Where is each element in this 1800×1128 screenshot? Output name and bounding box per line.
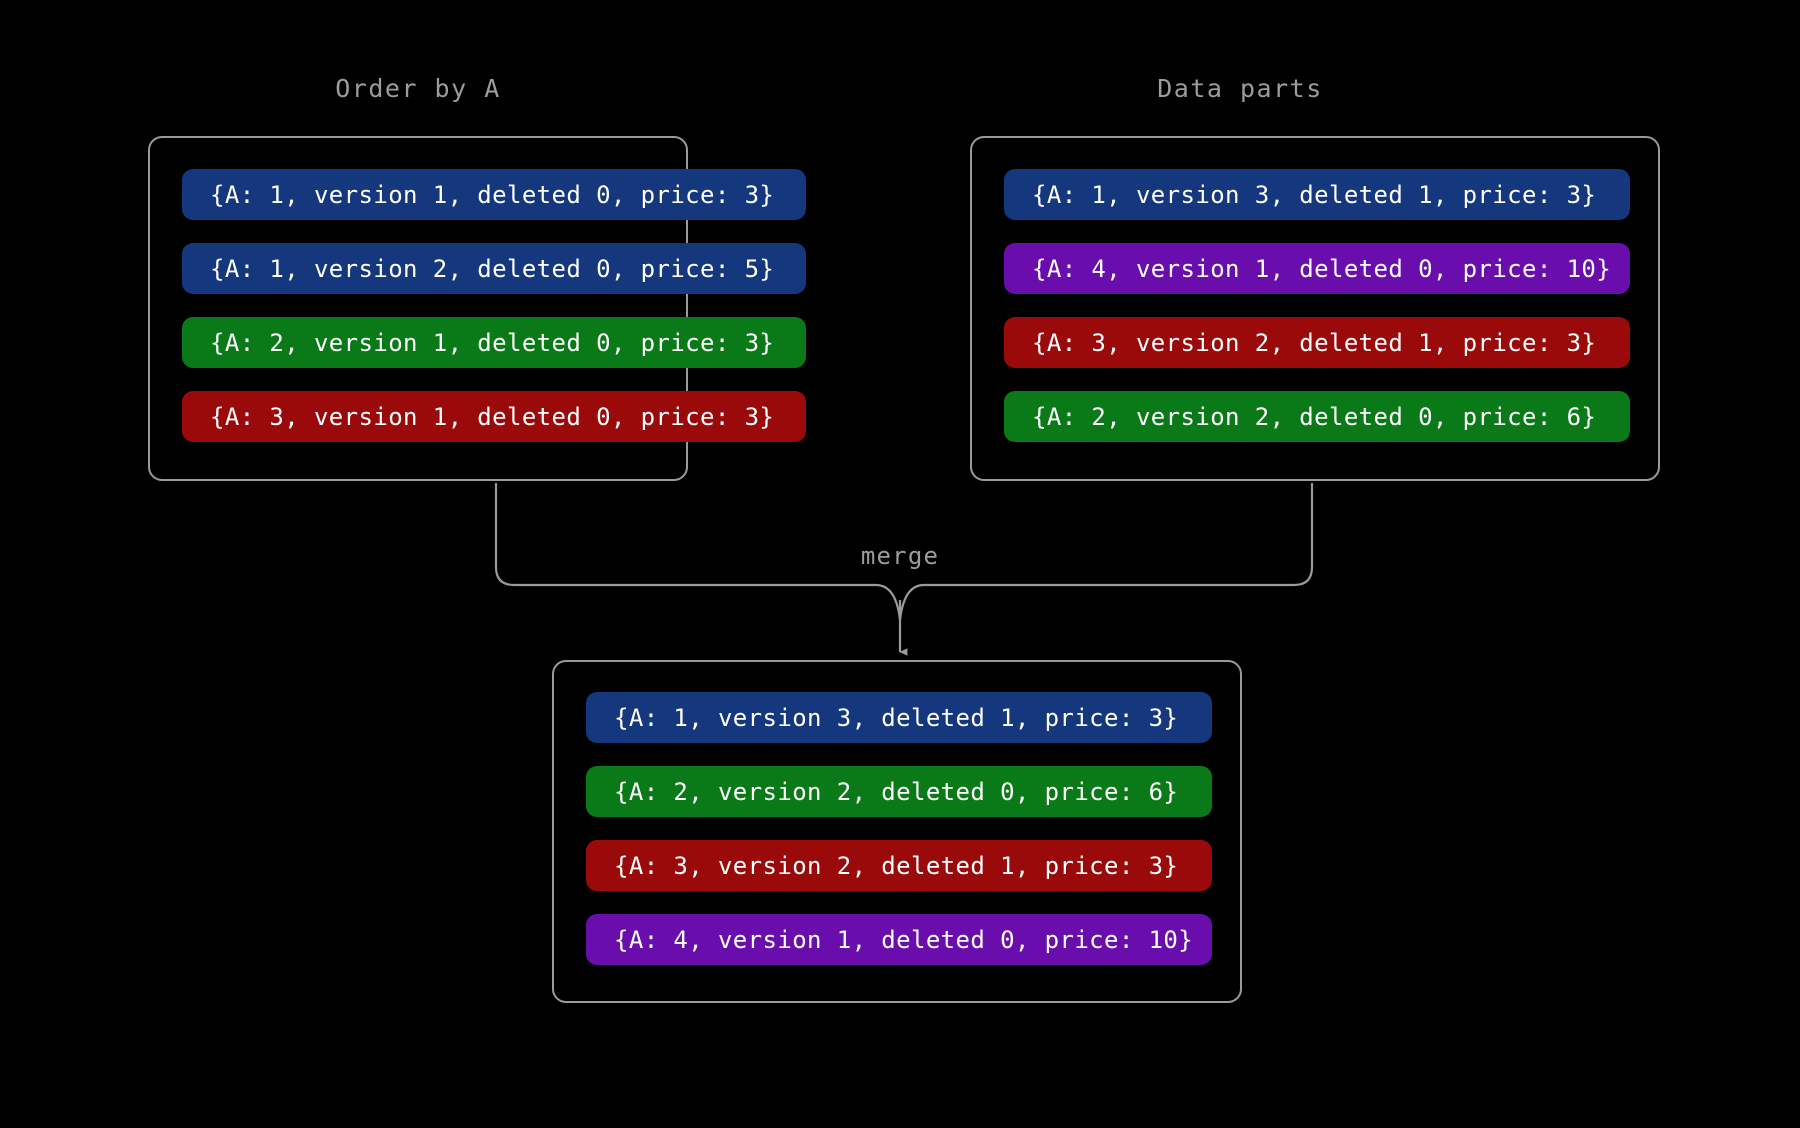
record-box[interactable]: {A: 3, version 2, deleted 1, price: 3}	[586, 840, 1212, 891]
record-box[interactable]: {A: 2, version 2, deleted 0, price: 6}	[586, 766, 1212, 817]
record-box[interactable]: {A: 1, version 3, deleted 1, price: 3}	[586, 692, 1212, 743]
panel-title-order-by-a: Order by A	[335, 74, 501, 103]
merge-label: merge	[860, 542, 940, 570]
panel-merged-result: {A: 1, version 3, deleted 1, price: 3} {…	[552, 660, 1242, 1003]
record-box[interactable]: {A: 1, version 1, deleted 0, price: 3}	[182, 169, 806, 220]
record-box[interactable]: {A: 1, version 2, deleted 0, price: 5}	[182, 243, 806, 294]
panel-order-by-a: {A: 1, version 1, deleted 0, price: 3} {…	[148, 136, 806, 481]
panel-data-parts: {A: 1, version 3, deleted 1, price: 3} {…	[970, 136, 1660, 481]
record-box[interactable]: {A: 3, version 1, deleted 0, price: 3}	[182, 391, 806, 442]
record-box[interactable]: {A: 4, version 1, deleted 0, price: 10}	[1004, 243, 1630, 294]
panel-title-data-parts: Data parts	[1157, 74, 1323, 103]
record-box[interactable]: {A: 3, version 2, deleted 1, price: 3}	[1004, 317, 1630, 368]
record-box[interactable]: {A: 2, version 1, deleted 0, price: 3}	[182, 317, 806, 368]
record-box[interactable]: {A: 2, version 2, deleted 0, price: 6}	[1004, 391, 1630, 442]
record-box[interactable]: {A: 4, version 1, deleted 0, price: 10}	[586, 914, 1212, 965]
record-box[interactable]: {A: 1, version 3, deleted 1, price: 3}	[1004, 169, 1630, 220]
